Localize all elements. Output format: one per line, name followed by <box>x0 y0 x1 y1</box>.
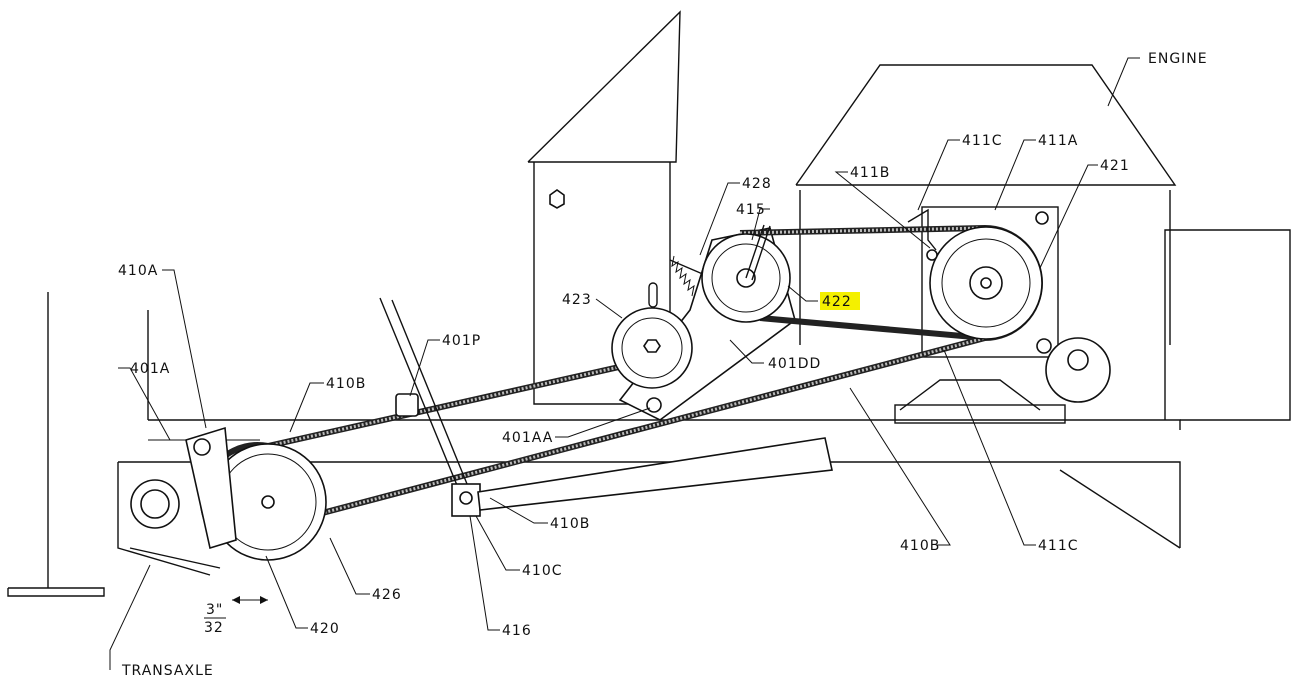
belt-guide-411b <box>907 208 938 261</box>
label-transaxle: TRANSAXLE <box>121 663 214 679</box>
label-422: 422 <box>822 294 852 310</box>
label-dim-denominator: 32 <box>204 620 224 636</box>
label-421: 421 <box>1100 158 1130 174</box>
label-416: 416 <box>502 623 532 639</box>
label-411c-top: 411C <box>962 133 1003 149</box>
label-428: 428 <box>742 176 772 192</box>
label-dim-numerator: 3" <box>206 602 223 618</box>
label-401aa: 401AA <box>502 430 553 446</box>
spring-428 <box>669 255 706 297</box>
bracket-410a <box>185 426 237 550</box>
frame <box>7 229 1291 597</box>
engine <box>795 64 1177 424</box>
label-401p: 401P <box>442 333 481 349</box>
pulley-422 <box>701 224 791 323</box>
idler-arm-410c <box>379 297 833 517</box>
pulley-423 <box>611 307 693 389</box>
label-426: 426 <box>372 587 402 603</box>
label-423: 423 <box>562 292 592 308</box>
label-411b: 411B <box>850 165 890 181</box>
label-401dd: 401DD <box>768 356 821 372</box>
label-411c-bottom: 411C <box>1038 538 1079 554</box>
label-410a: 410A <box>118 263 158 279</box>
transaxle-hub <box>130 479 180 529</box>
label-420: 420 <box>310 621 340 637</box>
label-411a: 411A <box>1038 133 1078 149</box>
label-engine: ENGINE <box>1148 51 1208 67</box>
label-410c: 410C <box>522 563 563 579</box>
label-422-highlight <box>820 292 860 310</box>
leader-lines <box>109 57 1140 670</box>
label-401a: 401A <box>130 361 170 377</box>
pulley-421 <box>929 226 1043 340</box>
label-410b-mid: 410B <box>550 516 590 532</box>
label-410b-left: 410B <box>326 376 366 392</box>
labels: ENGINE 411C 411A 411B 421 428 415 422 42… <box>118 51 1208 679</box>
label-410b-right: 410B <box>900 538 940 554</box>
label-415: 415 <box>736 202 766 218</box>
